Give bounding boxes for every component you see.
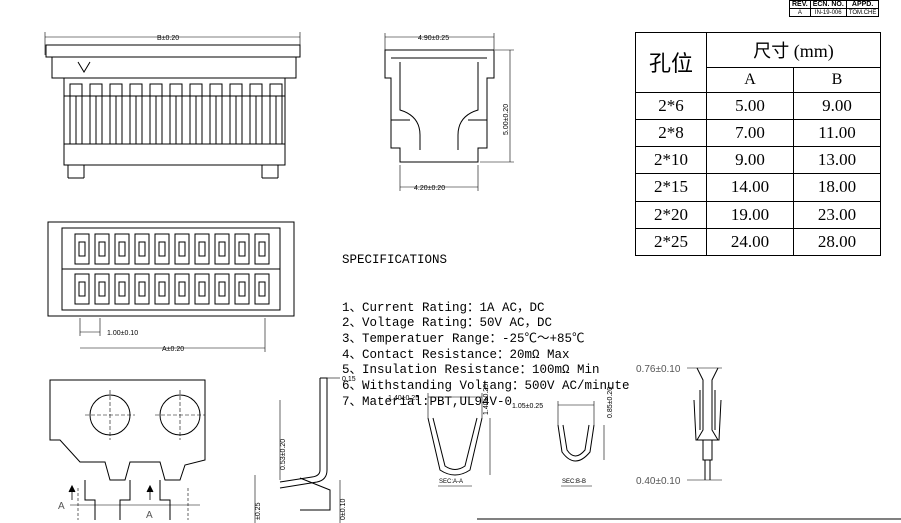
table-cell-a: 9.00 [706, 146, 794, 175]
dim-sec-b-width: 1.05±0.25 [512, 403, 543, 410]
spec-item: 1、Current Rating：1A AC，DC [342, 300, 545, 315]
table-cell-a: 19.00 [706, 200, 794, 229]
table-cell-pos: 2*8 [635, 118, 707, 148]
spec-item: 2、Voltage Rating：50V AC，DC [342, 316, 553, 331]
spec-item: 7、Material:PBT,UL94V-0 [342, 394, 513, 409]
table-cell-pos: 2*20 [635, 200, 707, 229]
dim-vertical-2: ±0.25 [255, 502, 262, 520]
dim-vertical-3: 0±0.10 [340, 499, 347, 520]
table-cell-b: 18.00 [793, 173, 881, 202]
spec-item: 5、Insulation Resistance：100mΩ Min [342, 363, 600, 378]
dim-side-height: 5.00±0.20 [503, 104, 510, 135]
section-marker-a-right: A [146, 510, 153, 521]
revision-block: REV. ECN. NO. APPD. A IN-19-006 TOM.CHE [789, 0, 880, 17]
table-cell-a: 7.00 [706, 118, 794, 148]
table-cell-pos: 2*6 [635, 91, 707, 120]
table-cell-b: 13.00 [793, 146, 881, 175]
side-view [384, 33, 514, 191]
dim-thickness: 0.15 [342, 376, 356, 383]
table-cell-b: 23.00 [793, 200, 881, 229]
dim-vertical-1: 0.53±0.20 [280, 439, 287, 470]
header-a: A [706, 67, 794, 93]
dim-bottom-width: 4.20±0.20 [414, 185, 445, 192]
header-b: B [793, 67, 881, 93]
dim-sec-a-width: 1.40±0.25 [388, 395, 419, 402]
table-cell-b: 28.00 [793, 227, 881, 257]
header-size: 尺寸 (mm) [706, 32, 881, 68]
section-b-b [557, 401, 605, 487]
ecn-header: ECN. NO. [809, 0, 847, 9]
spec-item: 4、Contact Resistance：20mΩ Max [342, 347, 570, 362]
table-cell-pos: 2*15 [635, 173, 707, 202]
pin-detail [687, 367, 722, 481]
header-position: 孔位 [635, 32, 707, 93]
top-view [47, 221, 295, 352]
table-cell-b: 9.00 [793, 91, 881, 120]
dim-pin-bottom: 0.40±0.10 [636, 476, 681, 487]
dim-pin-top: 0.76±0.10 [636, 364, 681, 375]
rev-value: A [789, 8, 811, 17]
table-cell-a: 5.00 [706, 91, 794, 120]
section-label-b: SEC:B-B [562, 479, 586, 485]
section-a-a [427, 393, 491, 487]
table-cell-b: 11.00 [793, 118, 881, 148]
dim-b: B±0.20 [157, 35, 179, 42]
spec-item: 6、Withstanding Voltang：500V AC/minute [342, 378, 630, 393]
table-cell-pos: 2*10 [635, 146, 707, 175]
rev-header: REV. [789, 0, 811, 9]
ecn-value: IN-19-006 [809, 8, 847, 17]
dim-sec-a-height: 1.40±0.25 [483, 384, 490, 415]
dim-pitch: 1.00±0.10 [107, 330, 138, 337]
appd-value: TOM.CHE [845, 8, 880, 17]
spec-item: 3、Temperatuer Range：-25℃～+85℃ [342, 331, 585, 346]
terminal-profile [254, 377, 341, 523]
dim-a: A±0.20 [162, 346, 184, 353]
table-cell-a: 14.00 [706, 173, 794, 202]
detail-view [49, 379, 206, 520]
section-marker-a-left: A [58, 501, 65, 512]
table-cell-pos: 2*25 [635, 227, 707, 257]
dim-sec-b-height: 0.85±0.20 [607, 387, 614, 418]
specifications-title: SPECIFICATIONS [342, 253, 448, 268]
dim-top-width: 4.90±0.25 [418, 35, 449, 42]
table-cell-a: 24.00 [706, 227, 794, 257]
front-view [44, 32, 301, 179]
specifications: SPECIFICATIONS 1、Current Rating：1A AC，DC… [342, 222, 630, 408]
appd-header: APPD. [845, 0, 880, 9]
section-label-a: SEC:A-A [439, 479, 463, 485]
